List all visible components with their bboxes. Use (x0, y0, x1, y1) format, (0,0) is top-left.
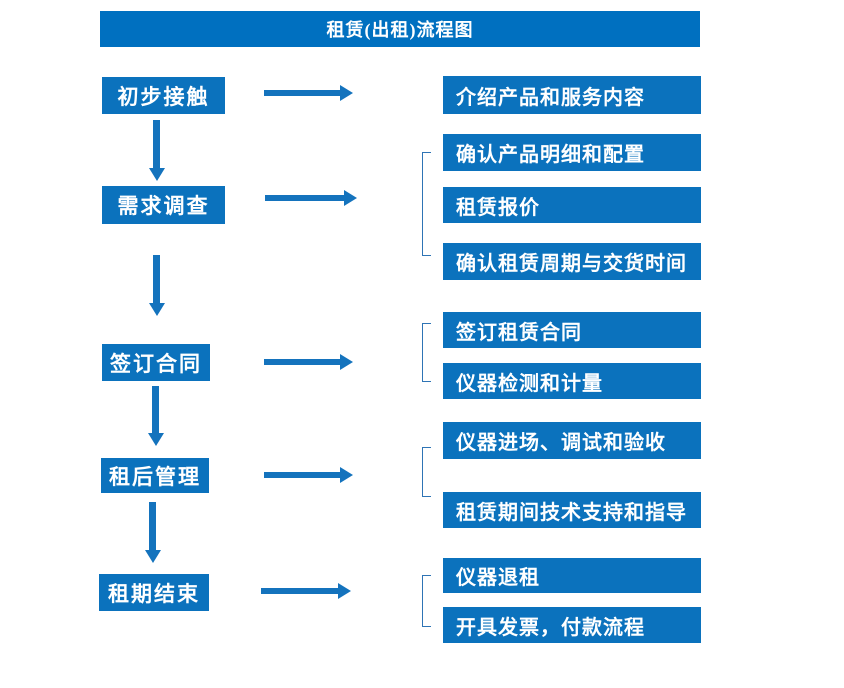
arrow-head (340, 354, 353, 370)
step-box-post-rental-management: 租后管理 (101, 458, 209, 493)
detail-box-instrument-entry-acceptance: 仪器进场、调试和验收 (443, 422, 701, 459)
group-bracket (422, 447, 431, 497)
arrow-shaft (265, 195, 345, 201)
arrow-head (149, 168, 165, 181)
title-banner: 租赁(出租)流程图 (100, 11, 700, 47)
detail-box-instrument-testing-measurement: 仪器检测和计量 (443, 363, 701, 399)
arrow-head (344, 190, 357, 206)
arrow-shaft (264, 472, 341, 478)
step-box-demand-survey: 需求调查 (102, 186, 225, 224)
group-bracket (422, 152, 431, 256)
arrow-shaft (264, 90, 341, 96)
arrow-right-icon (261, 583, 351, 599)
arrow-head (340, 467, 353, 483)
detail-box-confirm-product-details: 确认产品明细和配置 (443, 134, 701, 171)
arrow-shaft (149, 502, 156, 551)
arrow-down-icon (149, 255, 165, 316)
arrow-head (148, 433, 164, 446)
page-title: 租赁(出租)流程图 (326, 20, 474, 40)
detail-box-rental-quotation: 租赁报价 (443, 187, 701, 223)
detail-box-confirm-rental-period-delivery: 确认租赁周期与交货时间 (443, 243, 701, 280)
arrow-shaft (153, 255, 160, 304)
detail-box-instrument-return: 仪器退租 (443, 558, 701, 593)
arrow-head (149, 303, 165, 316)
arrow-down-icon (149, 120, 165, 181)
detail-box-rental-technical-support: 租赁期间技术支持和指导 (443, 492, 701, 528)
detail-box-sign-rental-contract: 签订租赁合同 (443, 312, 701, 348)
detail-box-introduce-products-services: 介绍产品和服务内容 (443, 76, 701, 114)
arrow-head (145, 550, 161, 563)
arrow-right-icon (265, 190, 357, 206)
arrow-down-icon (148, 386, 164, 446)
arrow-head (340, 85, 353, 101)
detail-box-invoice-payment-process: 开具发票，付款流程 (443, 607, 701, 643)
arrow-right-icon (264, 85, 353, 101)
arrow-right-icon (264, 467, 353, 483)
step-box-rental-end: 租期结束 (99, 574, 209, 611)
arrow-head (338, 583, 351, 599)
step-box-initial-contact: 初步接触 (102, 77, 225, 114)
step-box-sign-contract: 签订合同 (102, 344, 210, 381)
arrow-shaft (261, 588, 339, 594)
group-bracket (422, 575, 431, 627)
arrow-shaft (152, 386, 159, 434)
arrow-down-icon (145, 502, 161, 563)
arrow-shaft (264, 359, 341, 365)
arrow-shaft (153, 120, 160, 169)
arrow-right-icon (264, 354, 353, 370)
group-bracket (422, 323, 431, 382)
